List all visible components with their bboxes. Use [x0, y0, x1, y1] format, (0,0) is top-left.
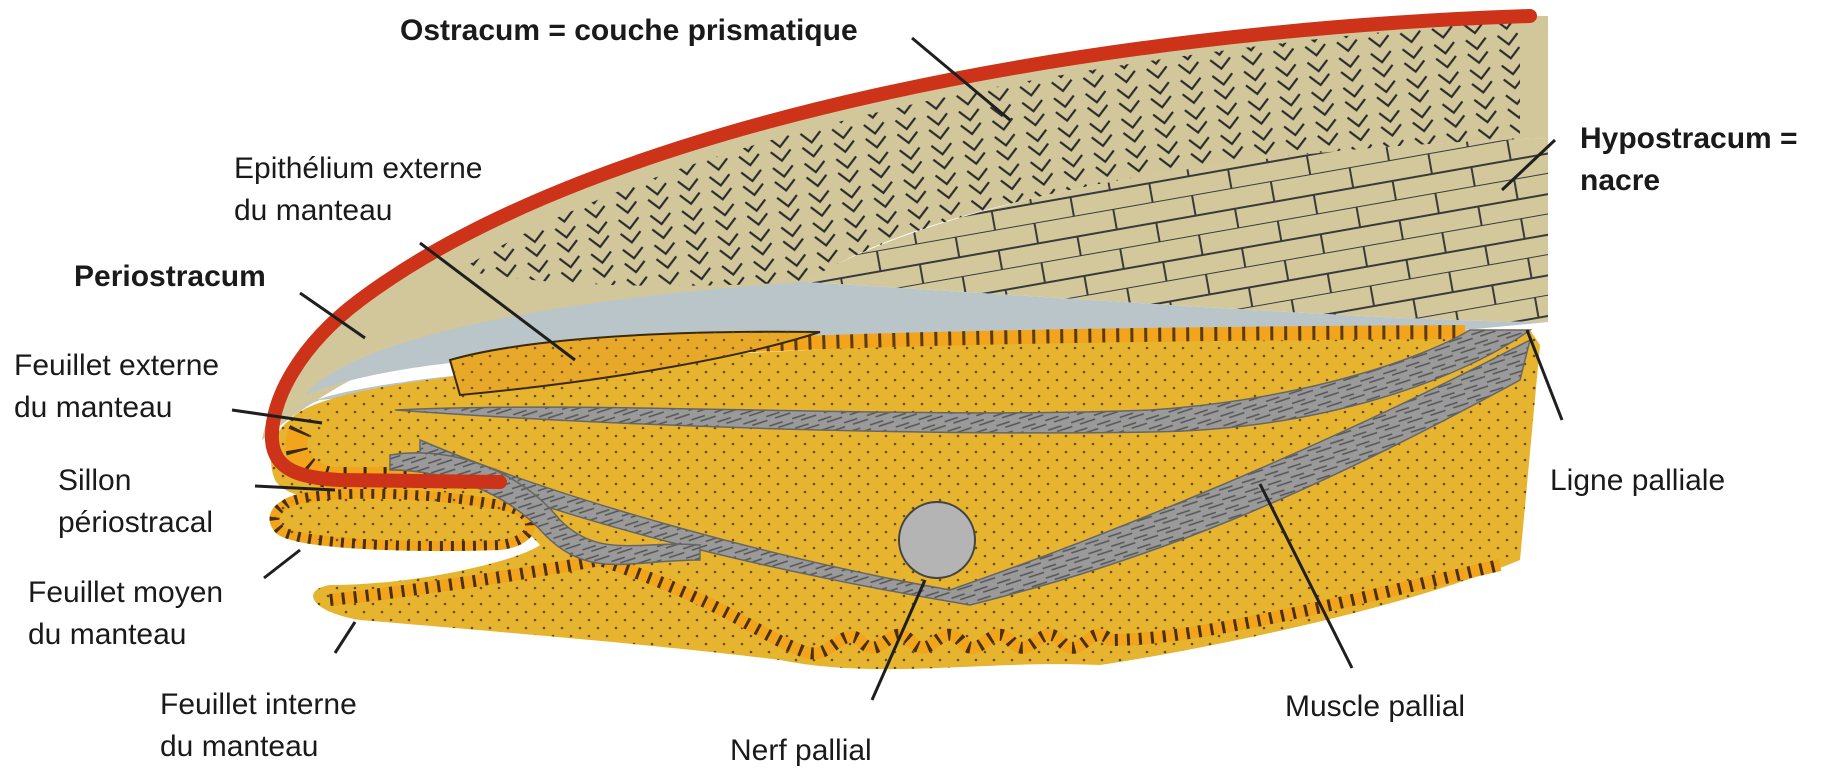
label-feuillet-moyen-line2: du manteau [28, 614, 223, 656]
label-nerf-pallial: Nerf pallial [730, 730, 872, 772]
label-feuillet-interne-line1: Feuillet interne [160, 684, 357, 726]
label-epithelium-line1: Epithélium externe [234, 148, 482, 190]
label-feuillet-externe-line2: du manteau [14, 387, 219, 429]
label-epithelium: Epithélium externe du manteau [234, 148, 482, 232]
label-hypostracum-line2: nacre [1580, 160, 1798, 202]
label-muscle-pallial: Muscle pallial [1285, 686, 1465, 728]
label-hypostracum-line1: Hypostracum = [1580, 118, 1798, 160]
label-sillon: Sillon périostracal [58, 460, 213, 544]
label-feuillet-interne-line2: du manteau [160, 726, 357, 768]
label-feuillet-interne: Feuillet interne du manteau [160, 684, 357, 768]
label-ligne-palliale: Ligne palliale [1550, 460, 1725, 502]
label-feuillet-moyen-line1: Feuillet moyen [28, 572, 223, 614]
label-ostracum: Ostracum = couche prismatique [400, 10, 858, 52]
label-periostracum: Periostracum [74, 256, 266, 298]
label-sillon-line2: périostracal [58, 502, 213, 544]
label-feuillet-externe-line1: Feuillet externe [14, 345, 219, 387]
label-feuillet-externe: Feuillet externe du manteau [14, 345, 219, 429]
label-epithelium-line2: du manteau [234, 190, 482, 232]
label-hypostracum: Hypostracum = nacre [1580, 118, 1798, 202]
leader-feuillet-interne [335, 622, 355, 653]
pallial-nerve [899, 502, 975, 578]
leader-feuillet-moyen [264, 550, 300, 578]
label-feuillet-moyen: Feuillet moyen du manteau [28, 572, 223, 656]
label-sillon-line1: Sillon [58, 460, 213, 502]
